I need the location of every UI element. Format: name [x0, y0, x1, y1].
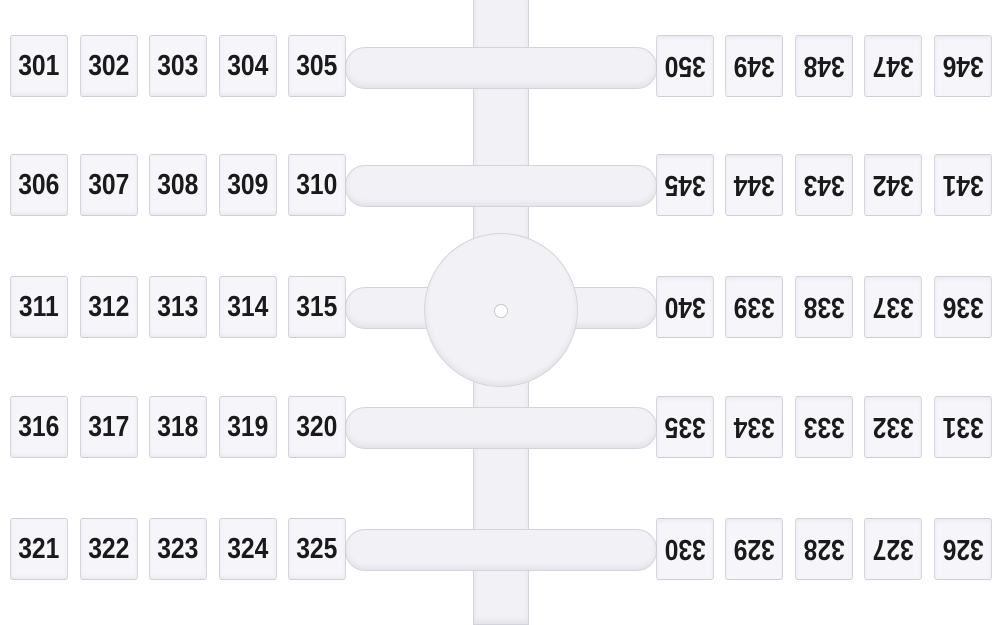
marker-label: 345 — [656, 154, 714, 216]
strip-connector — [345, 529, 657, 571]
marker-label: 330 — [656, 518, 714, 580]
marker-label: 336 — [934, 276, 992, 338]
marker-label: 304 — [218, 35, 277, 97]
marker-label: 333 — [795, 396, 853, 458]
marker-label: 340 — [656, 276, 714, 338]
marker-label: 337 — [864, 276, 923, 338]
marker-label: 328 — [795, 518, 853, 580]
marker-label: 321 — [10, 518, 68, 580]
marker-label: 341 — [934, 154, 992, 216]
marker-label: 329 — [725, 518, 784, 580]
strip-connector — [345, 47, 657, 89]
strip-connector — [345, 407, 657, 449]
marker-label: 334 — [725, 396, 784, 458]
marker-label: 323 — [149, 518, 207, 580]
marker-label: 319 — [218, 396, 277, 458]
marker-label: 324 — [218, 518, 277, 580]
marker-label: 347 — [864, 35, 923, 97]
marker-label: 306 — [10, 154, 68, 216]
marker-label: 305 — [288, 35, 346, 97]
hub-hole — [494, 304, 508, 318]
marker-label: 311 — [10, 276, 68, 338]
marker-label: 349 — [725, 35, 784, 97]
marker-label: 342 — [864, 154, 923, 216]
marker-label: 314 — [218, 276, 277, 338]
marker-label: 312 — [79, 276, 138, 338]
marker-label: 309 — [218, 154, 277, 216]
marker-label: 348 — [795, 35, 853, 97]
marker-label: 335 — [656, 396, 714, 458]
marker-label: 313 — [149, 276, 207, 338]
marker-label: 346 — [934, 35, 992, 97]
marker-label: 327 — [864, 518, 923, 580]
marker-label: 320 — [288, 396, 346, 458]
marker-label: 316 — [10, 396, 68, 458]
marker-label: 318 — [149, 396, 207, 458]
marker-label: 326 — [934, 518, 992, 580]
marker-label: 303 — [149, 35, 207, 97]
marker-label: 339 — [725, 276, 784, 338]
marker-label: 350 — [656, 35, 714, 97]
marker-label: 310 — [288, 154, 346, 216]
marker-label: 317 — [79, 396, 138, 458]
marker-label: 301 — [10, 35, 68, 97]
marker-label: 331 — [934, 396, 992, 458]
marker-label: 307 — [79, 154, 138, 216]
marker-label: 315 — [288, 276, 346, 338]
marker-label: 344 — [725, 154, 784, 216]
strip-connector — [345, 165, 657, 207]
marker-label: 343 — [795, 154, 853, 216]
marker-label: 332 — [864, 396, 923, 458]
marker-label: 302 — [79, 35, 138, 97]
marker-label: 338 — [795, 276, 853, 338]
marker-label: 308 — [149, 154, 207, 216]
marker-label: 322 — [79, 518, 138, 580]
marker-label: 325 — [288, 518, 346, 580]
